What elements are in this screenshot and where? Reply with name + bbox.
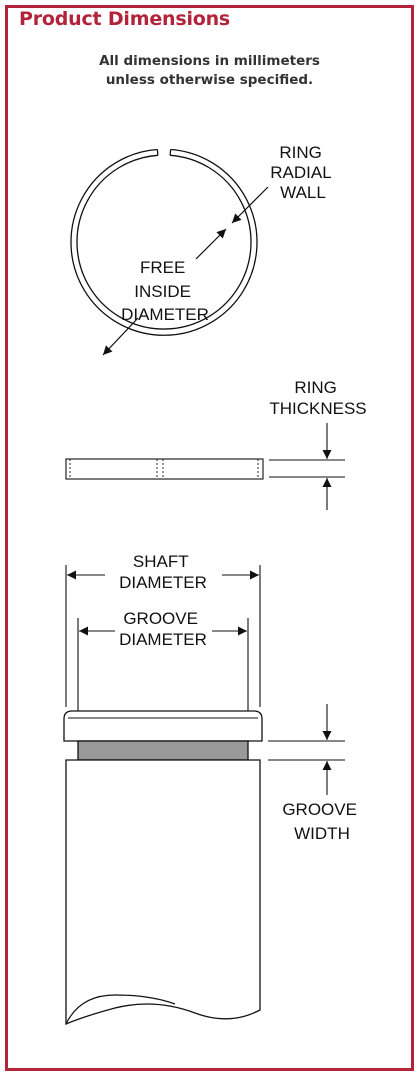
free-inside-diameter-arrow	[102, 317, 139, 356]
page-title: Product Dimensions	[19, 8, 231, 30]
ring-top-view	[70, 148, 258, 336]
ring-thickness-dimension	[269, 423, 345, 510]
groove-width-dimension	[268, 704, 345, 795]
groove-width-label: GROOVE WIDTH	[282, 800, 361, 843]
free-inside-diameter-label: FREE INSIDE DIAMETER	[121, 258, 209, 324]
groove-diameter-label: GROOVE DIAMETER	[119, 609, 207, 649]
shaft-diameter-dimension	[65, 565, 261, 707]
units-note-line-2: unless otherwise specified.	[105, 72, 314, 88]
shaft-diameter-label: SHAFT DIAMETER	[119, 552, 207, 592]
shaft-with-ring	[63, 710, 263, 1025]
ring-thickness-label: RING THICKNESS	[269, 378, 366, 418]
ring-side-view	[65, 458, 264, 480]
ring-radial-wall-dimension	[195, 186, 269, 260]
ring-radial-wall-label: RING RADIAL WALL	[270, 143, 336, 202]
units-note-line-1: All dimensions in millimeters	[99, 53, 320, 69]
